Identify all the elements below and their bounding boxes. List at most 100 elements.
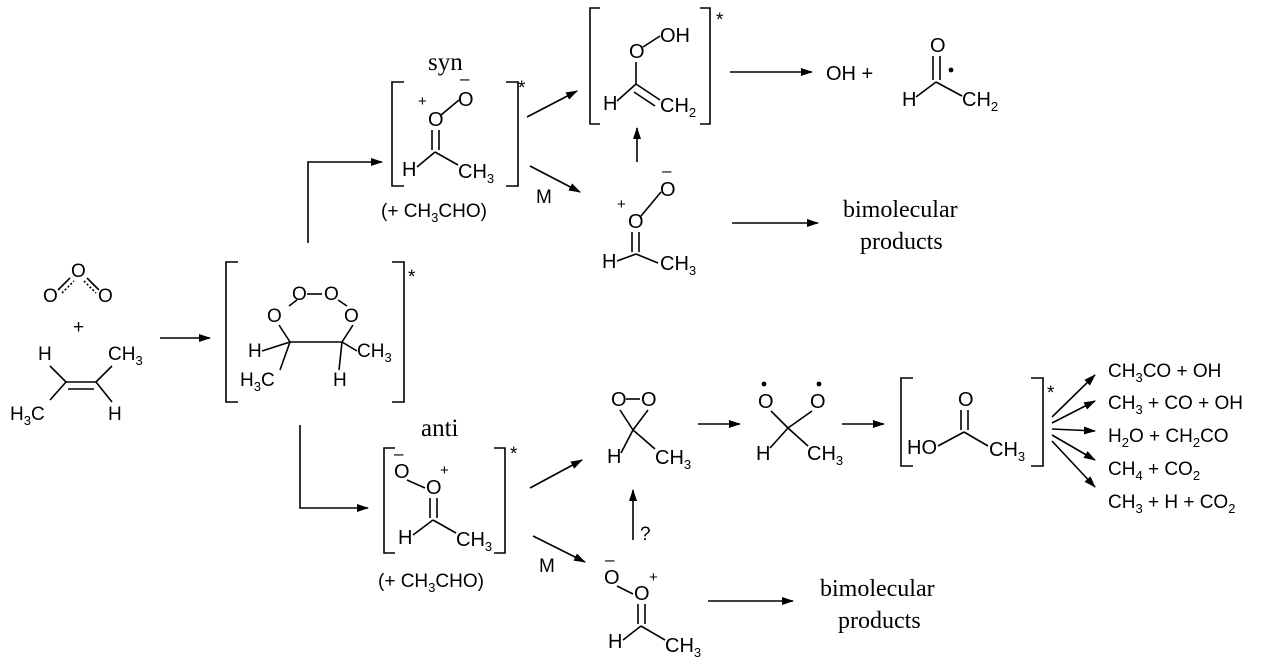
svg-text:O: O — [611, 389, 627, 411]
svg-text:CH3: CH3 — [660, 253, 696, 278]
svg-text:O: O — [660, 179, 676, 201]
svg-text:H: H — [402, 159, 416, 181]
primary-ozonide: * O O O O H H3C CH3 H — [225, 261, 416, 403]
syn-criegee-thermal: + O O – H CH3 — [602, 161, 696, 278]
svg-text:H3C: H3C — [10, 404, 45, 428]
svg-text:O: O — [930, 35, 946, 57]
svg-text:–: – — [460, 69, 470, 88]
syn-bimolecular-line2: products — [860, 229, 943, 255]
svg-text:+: + — [418, 93, 427, 110]
trans-2-butene: H CH3 H3C H — [10, 344, 143, 428]
svg-text:–: – — [605, 550, 615, 569]
product-list: CH3CO + OH CH3 + CO + OH H2O + CH2CO CH4 + … — [1108, 361, 1243, 516]
anti-criegee-thermal: – O O + H CH3 — [604, 550, 701, 660]
svg-text:H: H — [603, 93, 617, 115]
svg-text:O: O — [267, 306, 282, 327]
anti-bimolecular-line2: products — [838, 608, 921, 634]
syn-coproduct: (+ CH3CHO) — [381, 201, 487, 225]
svg-text:CH3: CH3 — [807, 443, 843, 468]
svg-text:*: * — [716, 10, 724, 31]
svg-text:*: * — [518, 78, 526, 99]
ozone: O O O — [43, 261, 113, 307]
svg-text:H: H — [756, 443, 770, 465]
svg-text:H3C: H3C — [240, 370, 275, 394]
svg-text:–: – — [394, 444, 404, 463]
product-2: CH3 + CO + OH — [1108, 393, 1243, 417]
svg-text:CH3: CH3 — [655, 447, 691, 472]
svg-text:O: O — [628, 211, 644, 233]
svg-text:O: O — [629, 41, 645, 63]
arrow-syn-to-thermal — [529, 165, 581, 193]
syn-bimolecular-line1: bimolecular — [843, 197, 958, 223]
svg-text:O: O — [634, 583, 650, 605]
product-1: CH3CO + OH — [1108, 361, 1221, 385]
svg-text:O: O — [394, 461, 410, 483]
svg-text:H: H — [607, 446, 621, 468]
svg-text:H: H — [108, 404, 122, 425]
svg-text:O: O — [292, 284, 307, 305]
anti-criegee-excited: * – O O + H CH3 — [383, 444, 518, 554]
third-body-syn: M — [536, 187, 552, 208]
svg-text:CH3: CH3 — [989, 439, 1025, 464]
svg-text:+: + — [649, 569, 658, 586]
svg-text:O: O — [810, 391, 826, 413]
third-body-anti: M — [539, 556, 555, 577]
svg-text:CH2: CH2 — [660, 95, 696, 120]
svg-text:O: O — [458, 89, 474, 111]
svg-text:CH2: CH2 — [962, 89, 998, 114]
product-4: CH4 + CO2 — [1108, 459, 1200, 483]
arrow-to-anti — [299, 425, 369, 512]
svg-text:+: + — [440, 462, 449, 479]
oh-plus: OH + — [826, 63, 873, 85]
svg-text:CH3: CH3 — [665, 635, 701, 660]
anti-label: anti — [421, 415, 459, 442]
svg-text:O: O — [71, 261, 86, 282]
svg-text:*: * — [1047, 383, 1055, 404]
svg-text:H: H — [902, 89, 916, 111]
svg-text:CH3: CH3 — [456, 529, 492, 554]
product-5: CH3 + H + CO2 — [1108, 492, 1235, 516]
bis-oxy-diradical: O O H CH3 — [756, 381, 843, 468]
vinyl-hydroperoxide: * O OH H CH2 — [589, 7, 724, 125]
svg-text:H: H — [38, 344, 52, 365]
svg-text:H: H — [602, 251, 616, 273]
svg-text:O: O — [344, 306, 359, 327]
svg-text:CH3: CH3 — [108, 344, 143, 368]
arrow-anti-to-thermal — [532, 535, 586, 563]
svg-text:OH: OH — [660, 25, 690, 47]
syn-criegee-excited: * + O O – H CH3 — [391, 69, 526, 187]
plus-sign: + — [73, 317, 84, 338]
svg-text:H: H — [333, 370, 347, 391]
dioxirane: O O H CH3 — [607, 389, 691, 472]
arrow-syn-to-vhp — [526, 90, 578, 118]
svg-text:*: * — [408, 267, 416, 288]
anti-bimolecular-line1: bimolecular — [820, 576, 935, 602]
svg-text:O: O — [324, 284, 339, 305]
vinoxy-radical: O H CH2 — [902, 35, 998, 114]
svg-text:O: O — [43, 286, 58, 307]
syn-label: syn — [428, 49, 463, 76]
svg-text:CH3: CH3 — [458, 161, 494, 186]
product-arrows — [1051, 374, 1096, 488]
product-3: H2O + CH2CO — [1108, 426, 1229, 450]
svg-text:O: O — [604, 567, 620, 589]
svg-text:O: O — [958, 389, 974, 411]
svg-text:O: O — [641, 389, 657, 411]
svg-text:*: * — [510, 444, 518, 465]
svg-text:HO: HO — [907, 437, 937, 459]
svg-text:H: H — [608, 631, 622, 653]
svg-text:O: O — [426, 477, 442, 499]
question-mark: ? — [640, 524, 651, 545]
svg-text:–: – — [662, 161, 672, 180]
svg-text:+: + — [617, 196, 626, 213]
acetic-acid-excited: * O HO CH3 — [900, 377, 1055, 467]
svg-text:H: H — [398, 527, 412, 549]
svg-text:CH3: CH3 — [357, 341, 392, 365]
svg-text:O: O — [98, 286, 113, 307]
svg-text:O: O — [428, 109, 444, 131]
arrow-to-syn — [307, 158, 383, 243]
arrow-anti-to-dioxirane — [529, 459, 583, 489]
anti-coproduct: (+ CH3CHO) — [378, 571, 484, 595]
svg-text:O: O — [758, 391, 774, 413]
